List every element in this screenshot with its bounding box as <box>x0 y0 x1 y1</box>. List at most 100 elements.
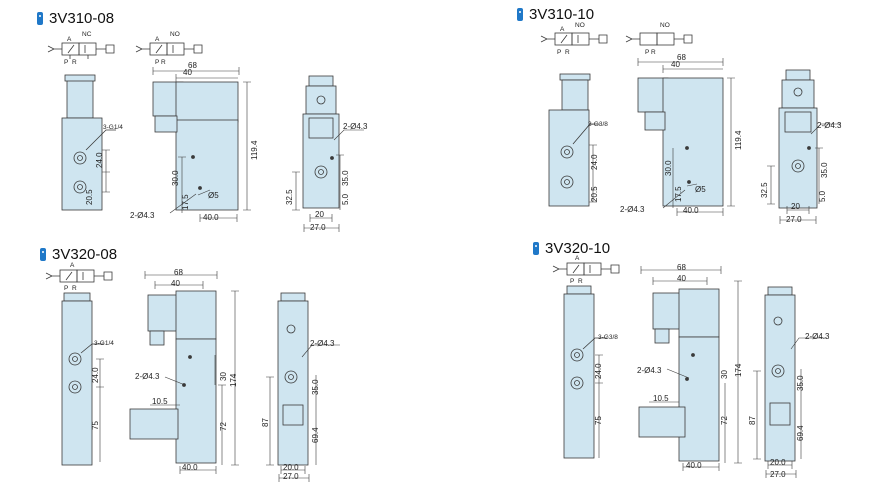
dim-base: 40.0 <box>686 461 702 470</box>
dim-overall: 68 <box>677 53 686 62</box>
valve-symbol: NC A P R <box>47 31 115 66</box>
model-label: 3V310-10 <box>529 6 595 23</box>
port-label: 3-G1/4 <box>103 124 123 131</box>
dim-side-outer: 27.0 <box>283 472 299 481</box>
dim-side-outer: 27.0 <box>770 470 786 479</box>
dim-350: 35.0 <box>796 375 805 391</box>
valve-symbol: NO A P R <box>540 22 608 56</box>
panel-title: 3V320-10 <box>533 240 610 257</box>
end-dims: 2-Ø4.3 35.0 5.0 32.5 20 27.0 <box>760 121 842 224</box>
symbol-a-label: A <box>560 26 565 33</box>
hole-mount: 2-Ø4.3 <box>620 205 645 214</box>
info-badge-icon <box>517 8 523 21</box>
hole-mount2: 2-Ø4.3 <box>817 121 842 130</box>
valve-symbol-2: NO P R <box>625 22 693 56</box>
dim-side-inner: 20 <box>791 202 800 211</box>
side-dims: 68 40 174 72 30 40.0 10.5 2-Ø4.3 <box>135 268 239 474</box>
dim-694: 69.4 <box>796 425 805 441</box>
side-view <box>152 81 239 211</box>
dim-base: 40.0 <box>182 463 198 472</box>
dim-side-outer: 27.0 <box>310 223 326 232</box>
dim-72: 72 <box>219 422 228 431</box>
dim-24: 24.0 <box>594 363 603 379</box>
info-badge-icon <box>37 12 43 25</box>
end-dims: 2-Ø4.3 35.0 5.0 32.5 20 27.0 <box>285 122 368 232</box>
dim-205: 20.5 <box>590 186 599 202</box>
svg-text:A: A <box>155 36 160 43</box>
dim-87: 87 <box>261 418 270 427</box>
side-view <box>638 288 720 462</box>
dim-75: 75 <box>91 421 100 430</box>
symbol-p-label: P <box>557 49 561 56</box>
dim-325: 32.5 <box>760 182 769 198</box>
dim-side-inner: 20 <box>315 210 324 219</box>
svg-text:P R: P R <box>155 59 166 66</box>
dim-694: 69.4 <box>311 427 320 443</box>
dim-base: 40.0 <box>203 213 219 222</box>
symbol-top-label: NC <box>82 31 92 38</box>
side-dims: 68 40 119.4 40.0 30.0 17.5 Ø5 2-Ø4.3 <box>620 53 743 216</box>
dim-overall: 68 <box>677 263 686 272</box>
dim-35: 35.0 <box>820 162 829 178</box>
symbol-a-label: A <box>575 255 580 262</box>
svg-text:NO: NO <box>170 31 180 38</box>
end-view <box>302 75 340 209</box>
model-label: 3V320-08 <box>52 246 118 263</box>
symbol-p-label: P <box>64 59 68 66</box>
front-dims: 24.0 75 <box>594 354 603 458</box>
panel-title: 3V320-08 <box>40 246 117 263</box>
drawing-3v310-10: NO A P R NO P R 3-G3/8 24.0 20.5 68 40 1… <box>540 22 842 224</box>
side-dims: 68 40 174 72 30 40.0 10.5 2-Ø4.3 <box>637 263 743 471</box>
hole-mount2: 2-Ø4.3 <box>343 122 368 131</box>
front-dims: 24.0 20.5 <box>589 144 599 203</box>
front-view: 3-G3/8 <box>548 73 608 207</box>
dim-upper: 40 <box>671 60 680 69</box>
dim-30: 30.0 <box>171 170 180 186</box>
model-label: 3V310-08 <box>49 10 115 27</box>
hole-mount2: 2-Ø4.3 <box>310 339 335 348</box>
dim-30: 30.0 <box>664 160 673 176</box>
svg-text:NO: NO <box>660 22 670 29</box>
dim-total: 174 <box>229 373 238 387</box>
end-dims: 2-Ø4.3 35.0 69.4 87 20.0 27.0 <box>748 332 830 479</box>
dim-205: 20.5 <box>85 189 94 205</box>
dim-30: 30 <box>720 370 729 379</box>
dim-87: 87 <box>748 416 757 425</box>
valve-symbol: A P R <box>552 255 620 285</box>
valve-symbol: A P R <box>45 262 113 292</box>
front-dims: 24.0 75 <box>91 358 104 462</box>
end-view <box>764 286 796 462</box>
port-label: 3-G3/8 <box>588 121 608 128</box>
dim-overall: 68 <box>174 268 183 277</box>
end-view <box>277 292 309 466</box>
front-view: 3-G1/4 <box>61 74 123 211</box>
side-dims: 68 40 119.4 40.0 30.0 17.5 Ø5 2-Ø4.3 <box>130 61 259 222</box>
dim-base: 40.0 <box>683 206 699 215</box>
dim-24: 24.0 <box>91 367 100 383</box>
hole-mount2: 2-Ø4.3 <box>805 332 830 341</box>
symbol-a-label: A <box>67 36 72 43</box>
dim-105: 10.5 <box>152 397 168 406</box>
dim-upper: 40 <box>183 68 192 77</box>
drawing-3v310-08: NC A P R P R NO A 3-G1/4 24.0 20.5 68 <box>47 31 368 232</box>
dim-side-outer: 27.0 <box>786 215 802 224</box>
dim-24: 24.0 <box>95 152 104 168</box>
front-view: 3-G3/8 <box>563 285 618 459</box>
port-label: 3-G1/4 <box>94 340 114 347</box>
dim-total: 174 <box>734 363 743 377</box>
dim-105: 10.5 <box>653 394 669 403</box>
side-view <box>637 77 724 207</box>
port-label: 3-G3/8 <box>598 334 618 341</box>
symbol-a-label: A <box>70 262 75 269</box>
hole-mount: 2-Ø4.3 <box>130 211 155 220</box>
hole-mount: 2-Ø4.3 <box>135 372 160 381</box>
front-dims: 24.0 20.5 <box>85 149 110 205</box>
end-view <box>778 69 818 209</box>
dim-350: 35.0 <box>311 379 320 395</box>
model-label: 3V320-10 <box>545 240 611 257</box>
symbol-r-label: R <box>72 59 77 66</box>
end-dims: 2-Ø4.3 35.0 69.4 87 20.0 27.0 <box>261 339 340 482</box>
dim-35: 35.0 <box>341 170 350 186</box>
info-badge-icon <box>533 242 539 255</box>
dim-75: 75 <box>594 416 603 425</box>
